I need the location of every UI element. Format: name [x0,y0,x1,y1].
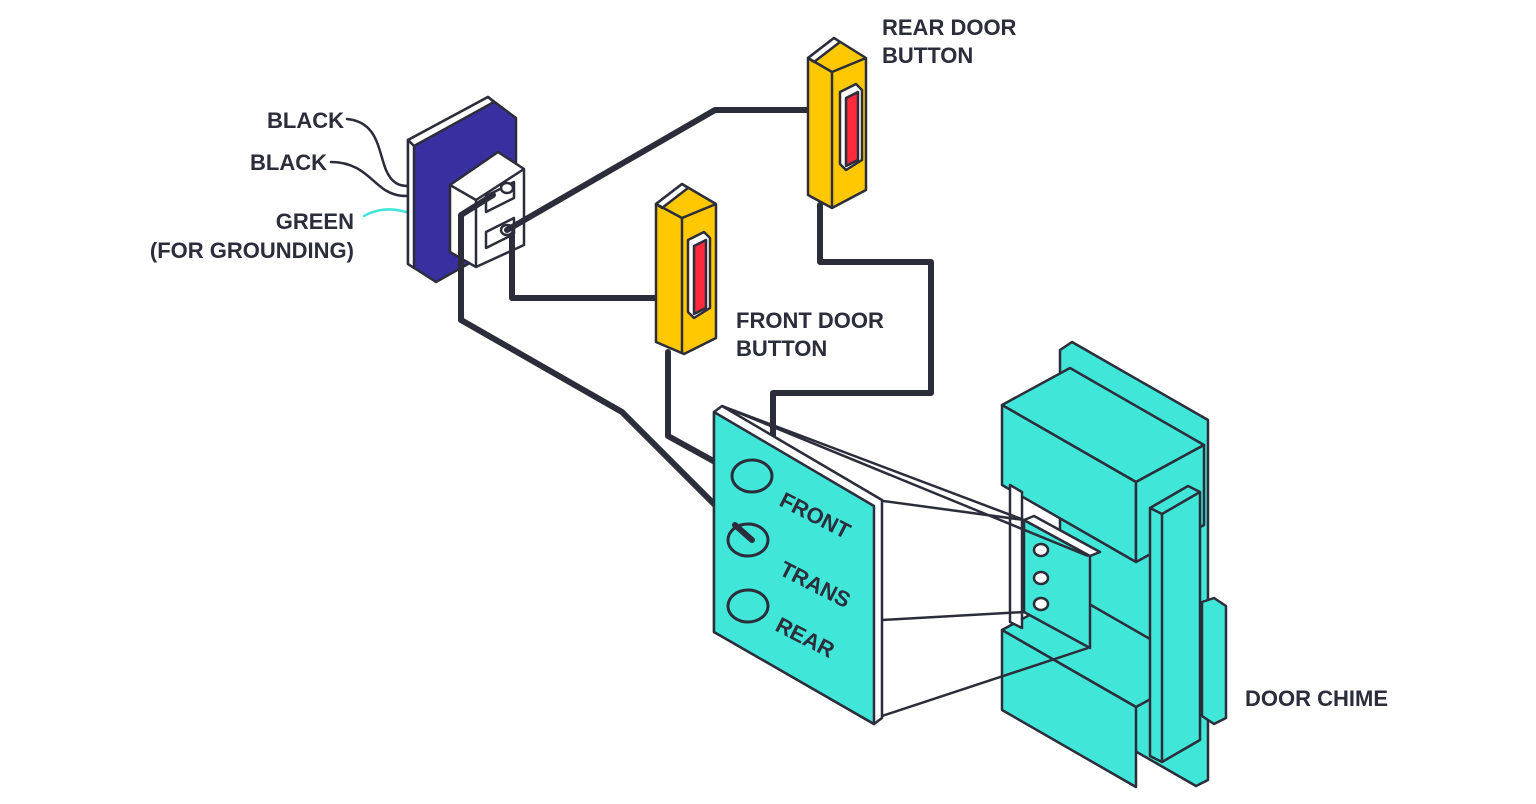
wire-transformer-to-rear-button [504,107,811,233]
projection-lines [721,404,1089,718]
green-note-label: (FOR GROUNDING) [150,238,354,263]
green-lead [362,208,408,218]
black-lead-2 [329,160,410,198]
rear-door-button-label-line2: BUTTON [882,43,973,68]
wire-transformer-to-front-button [509,233,659,301]
rear-door-button [806,36,868,210]
terminal-plate: FRONT TRANS REAR [712,404,884,726]
door-chime [1000,340,1228,789]
transformer [406,95,526,284]
front-door-button-label-line1: FRONT DOOR [736,308,884,333]
black-label-2: BLACK [250,150,327,175]
black-lead-1 [345,117,410,188]
wire-transformer-to-trans [458,192,738,528]
trans-wire-end [732,522,755,543]
green-label: GREEN [276,209,354,234]
black-label-1: BLACK [267,108,344,133]
front-door-button [654,182,718,356]
front-door-button-label-line2: BUTTON [736,336,827,361]
front-terminal [730,458,774,494]
rear-terminal [726,588,770,624]
rear-door-button-label-line1: REAR DOOR [882,15,1017,40]
door-chime-label: DOOR CHIME [1245,686,1388,711]
